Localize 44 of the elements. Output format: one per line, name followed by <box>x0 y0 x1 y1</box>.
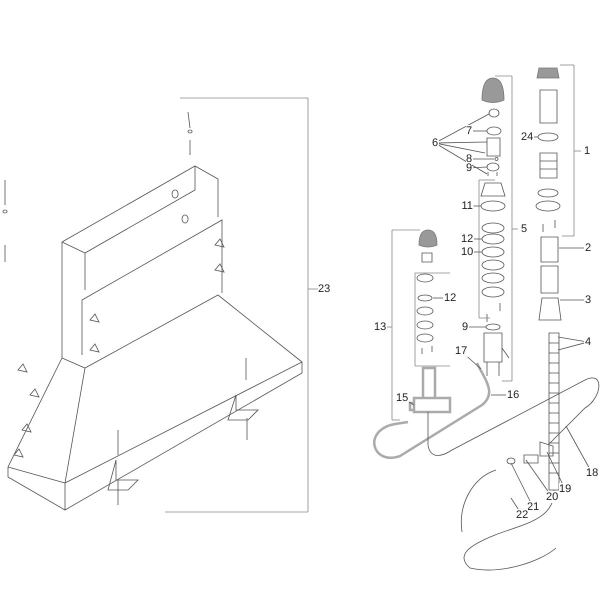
leader-line <box>558 336 584 342</box>
leader-line <box>438 144 488 174</box>
callout-number: 17 <box>455 345 468 357</box>
leader-line <box>467 356 482 370</box>
callout-number: 24 <box>521 131 534 143</box>
leader-line <box>474 238 482 240</box>
leader-line <box>438 143 486 154</box>
leader-line <box>546 452 562 484</box>
callout-number: 15 <box>396 392 408 404</box>
callout-number: 23 <box>318 283 330 295</box>
callout-number: 16 <box>507 389 520 401</box>
callout-number: 22 <box>516 509 528 521</box>
leader-line <box>438 142 488 144</box>
callout-number: 12 <box>461 233 474 245</box>
leader-line <box>526 460 548 492</box>
callout-number: 20 <box>546 491 558 503</box>
leader-line <box>558 342 584 350</box>
callout-number: 3 <box>585 294 592 306</box>
callout-number: 21 <box>527 501 540 513</box>
leader-line <box>490 394 506 396</box>
leader-line <box>438 114 490 142</box>
leader-line <box>510 462 530 502</box>
callout-number: 12 <box>444 292 456 304</box>
callout-number: 4 <box>585 336 592 348</box>
callout-number: 7 <box>466 125 472 137</box>
leader-line <box>472 166 488 168</box>
callout-number: 10 <box>461 246 474 258</box>
leader-line <box>408 402 414 406</box>
callout-number: 19 <box>559 483 572 495</box>
leader-line <box>566 426 590 468</box>
callout-number: 18 <box>586 467 598 479</box>
leader-line <box>468 326 486 328</box>
leader-line <box>472 158 494 160</box>
callout-number: 1 <box>584 145 590 157</box>
leader-line <box>472 130 488 132</box>
callout-number: 11 <box>462 200 473 212</box>
callout-number: 6 <box>432 137 438 149</box>
leader-line <box>510 498 519 510</box>
callout-number: 2 <box>585 242 592 254</box>
leader-line <box>534 136 538 138</box>
callout-number: 9 <box>462 321 468 333</box>
callout-number: 9 <box>466 162 472 174</box>
callout-number: 5 <box>521 223 528 235</box>
callout-number: 13 <box>374 321 386 333</box>
